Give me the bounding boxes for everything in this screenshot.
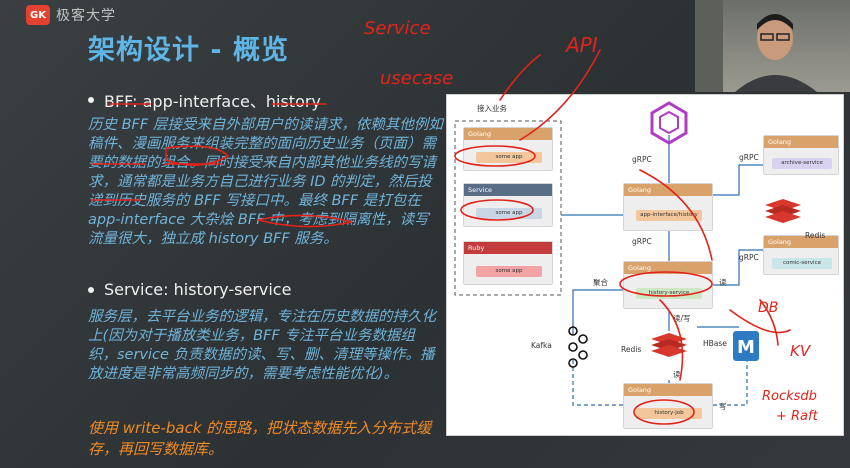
svg-text:M: M [737, 337, 755, 358]
client-service-app: some app [476, 208, 542, 219]
node-archive-name: archive-service [772, 158, 832, 169]
label-grpc-right-top: gRPC [739, 153, 759, 162]
node-history-job-name: history-job [636, 408, 702, 419]
label-hbase: HBase [703, 339, 727, 348]
bullet-bff: BFF: app-interface、history [88, 88, 321, 112]
label-redis-bottom: Redis [621, 345, 642, 354]
label-read-2: 读 [673, 370, 681, 379]
node-comic-lang: Golang [764, 236, 838, 248]
label-redis-right: Redis [805, 231, 826, 240]
node-history-job-lang: Golang [624, 384, 712, 396]
node-comic-name: comic-service [772, 258, 832, 269]
client-ruby-app: some app [476, 266, 542, 277]
bullet-service-label: Service: history-service [104, 280, 292, 299]
node-archive-service: Golang archive-service [763, 135, 839, 175]
architecture-diagram: M 接入业务 Golang some app Service some app … [446, 94, 844, 436]
db-m-icon: M [733, 331, 759, 361]
node-history-service-name: history-service [636, 288, 702, 299]
gateway-icon [650, 101, 688, 145]
label-grpc-top: gRPC [632, 155, 652, 164]
node-history-service: Golang history-service [623, 261, 713, 309]
presenter-webcam [695, 0, 850, 92]
label-grpc-right-bottom: gRPC [739, 253, 759, 262]
label-aggregate: 聚合 [593, 278, 608, 287]
kafka-icon [568, 326, 588, 368]
logo-icon: GK [26, 5, 50, 25]
paragraph-bff: 历史 BFF 层接受来自外部用户的读请求，依赖其他例如稿件、漫画服务来组装完整的… [88, 117, 443, 247]
client-ruby-lang: Ruby [464, 242, 552, 254]
redis-right-icon [765, 199, 801, 223]
redis-bottom-icon [651, 333, 687, 357]
node-app-interface-lang: Golang [624, 184, 712, 196]
node-history-service-lang: Golang [624, 262, 712, 274]
label-write: 写 [719, 402, 727, 411]
slide-title: 架构设计 - 概览 [88, 35, 290, 66]
node-archive-lang: Golang [764, 136, 838, 148]
client-service: Service some app [463, 183, 553, 227]
bullet-bff-label: BFF: app-interface、history [104, 92, 321, 111]
client-golang-app: some app [476, 152, 542, 163]
node-app-interface: Golang app-interface/history [623, 183, 713, 231]
brand-logo: GK 极客大学 [26, 4, 116, 26]
paragraph-writeback: 使用 write-back 的思路，把状态数据先入分布式缓存，再回写数据库。 [88, 419, 432, 458]
node-comic-service: Golang comic-service [763, 235, 839, 275]
bullet-dot-icon [88, 97, 94, 103]
client-ruby: Ruby some app [463, 241, 553, 285]
ingress-label: 接入业务 [477, 104, 507, 113]
client-golang: Golang some app [463, 127, 553, 171]
bullet-dot-icon [88, 286, 94, 293]
bullet-service: Service: history-service [88, 280, 291, 299]
label-read: 读 [719, 278, 727, 287]
label-grpc-mid: gRPC [632, 237, 652, 246]
node-history-job: Golang history-job [623, 383, 713, 429]
label-read-write: 读/写 [673, 314, 691, 323]
presenter-figure [695, 0, 817, 92]
client-golang-lang: Golang [464, 128, 552, 140]
logo-text: 极客大学 [56, 8, 116, 24]
client-service-lang: Service [464, 184, 552, 196]
label-kafka: Kafka [531, 341, 552, 350]
paragraph-service: 服务层，去平台业务的逻辑，专注在历史数据的持久化上(因为对于播放类业务，BFF … [88, 309, 436, 382]
node-app-interface-name: app-interface/history [636, 210, 702, 221]
